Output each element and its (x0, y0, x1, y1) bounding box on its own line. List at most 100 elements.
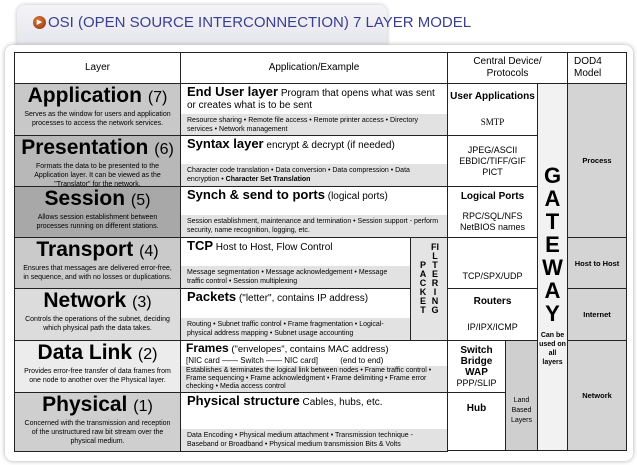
application-heading: Physical structure Cables, hubs, etc. (181, 393, 447, 411)
layer-name: Network (3) (15, 290, 180, 314)
detail-text: Resource sharing • Remote file access • … (187, 117, 419, 133)
detail-text: Message segmentation • Message acknowled… (187, 269, 388, 285)
central-protocol: RPC/SQL/NFS NetBIOS names (459, 210, 526, 232)
heading-sub: [NIC card —— Switch —— NIC card] (end to… (186, 356, 384, 365)
layer-name: Session (5) (15, 188, 180, 212)
application-detail: Resource sharing • Remote file access • … (181, 114, 447, 135)
application-heading: TCP Host to Host, Flow Control (181, 238, 410, 256)
detail-text: Character code translation • Data conver… (187, 167, 410, 183)
heading-bold: Syntax layer (187, 136, 264, 151)
application-cell-2: Synch & send to ports (logical ports) Se… (180, 186, 448, 238)
layer-title: Presentation (21, 136, 149, 159)
application-detail: Establishes & terminates the logical lin… (181, 366, 447, 392)
packet-filtering: PACKET FILTERING (410, 237, 448, 341)
layer-description: Controls the operations of the subnet, d… (25, 316, 170, 332)
header-dod: DOD4 Model (567, 52, 627, 84)
layer-name: Transport (4) (15, 239, 180, 263)
application-cell-0: End User layer Program that opens what w… (180, 83, 448, 136)
application-detail: Routing • Subnet traffic control • Frame… (181, 318, 410, 340)
gateway-note: Can be used on all layers (539, 332, 566, 366)
dod-process: Process (567, 83, 627, 238)
layer-number: (4) (139, 243, 159, 260)
central-transport: TCP/SPX/UDP (447, 237, 538, 289)
heading-rest: encrypt & decrypt (if needed) (266, 140, 395, 151)
layer-title: Session (44, 187, 126, 210)
layer-description: Formats the data to be presented to the … (34, 163, 161, 187)
central-title: Hub (466, 403, 487, 414)
layer-name: Presentation (6) (15, 137, 180, 161)
heading-bold: Synch & send to ports (187, 187, 325, 202)
detail-text: Session establishment, maintenance and t… (187, 218, 439, 234)
application-cell-1: Syntax layer encrypt & decrypt (if neede… (180, 135, 448, 187)
layer-description: Allows session establishment between pro… (36, 214, 159, 230)
header-central: Central Device/ Protocols (447, 52, 568, 84)
central-protocol: PPP/SLIP (456, 377, 497, 388)
application-heading: Frames ("envelopes", contains MAC addres… (181, 341, 447, 366)
central-title: User Applications (450, 91, 535, 103)
gateway-letter: A (544, 186, 561, 211)
detail-text: Routing • Subnet traffic control • Frame… (187, 321, 384, 337)
layer-name: Data Link (2) (15, 342, 180, 366)
gateway-letter: Y (545, 301, 560, 326)
layer-description: Serves as the window for users and appli… (24, 111, 171, 127)
heading-rest: ("letter", contains IP address) (238, 293, 369, 304)
page-title: OSI (OPEN SOURCE INTERCONNECTION) 7 LAYE… (48, 14, 472, 31)
play-bullet-icon: ▶ (33, 16, 46, 29)
heading-rest: Program that opens what was sent or crea… (187, 88, 435, 111)
layer-title: Data Link (37, 341, 133, 364)
central-protocol: IP/IPX/ICMP (467, 321, 518, 332)
layer-title: Transport (36, 238, 134, 261)
dod-host-to-host: Host to Host (567, 237, 627, 289)
heading-bold: Frames (186, 341, 229, 355)
layer-cell-6: Physical (1) Concerned with the transmis… (14, 392, 181, 452)
land-based-layers: Land Based Layers (505, 340, 538, 451)
heading-bold: End User layer (187, 84, 279, 99)
layer-title: Network (43, 289, 127, 312)
heading-bold: TCP (187, 238, 213, 253)
layer-cell-1: Presentation (6) Formats the data to be … (14, 135, 181, 187)
filtering-label: FILTERING (431, 242, 439, 315)
layer-description: Concerned with the transmission and rece… (24, 420, 171, 445)
central-protocol: SMTP (480, 116, 505, 127)
layer-name: Physical (1) (15, 394, 180, 418)
detail-bold: Character Set Translation (225, 176, 311, 183)
central-presentation: JPEG/ASCII EBDIC/TIFF/GIF PICT (447, 135, 538, 187)
dod-internet: Internet (567, 288, 627, 341)
application-detail: Data Encoding • Physical medium attachme… (181, 429, 447, 451)
layer-title: Application (27, 84, 142, 107)
layer-number: (5) (130, 192, 151, 209)
application-detail: Character code translation • Data conver… (181, 164, 447, 186)
application-cell-6: Physical structure Cables, hubs, etc. Da… (180, 392, 448, 452)
layer-cell-3: Transport (4) Ensures that messages are … (14, 237, 181, 289)
central-title: Switch Bridge WAP (460, 344, 493, 378)
header-layer: Layer (14, 52, 181, 84)
application-heading: End User layer Program that opens what w… (181, 84, 447, 114)
application-cell-4: Packets ("letter", contains IP address) … (180, 288, 411, 341)
application-cell-3: TCP Host to Host, Flow Control Message s… (180, 237, 411, 289)
gateway-letter: W (542, 255, 563, 280)
heading-rest: ("envelopes", contains MAC address) (231, 344, 389, 355)
detail-text: Data Encoding • Physical medium attachme… (187, 432, 413, 448)
layer-number: (1) (133, 398, 153, 415)
heading-bold: Packets (187, 289, 237, 304)
central-physical: Hub (447, 392, 506, 451)
application-heading: Synch & send to ports (logical ports) (181, 187, 447, 205)
application-heading: Syntax layer encrypt & decrypt (if neede… (181, 136, 447, 154)
layer-cell-2: Session (5) Allows session establishment… (14, 186, 181, 238)
header-application: Application/Example (180, 52, 448, 84)
central-title: Logical Ports (460, 191, 525, 203)
heading-rest: (logical ports) (327, 191, 388, 202)
layer-cell-4: Network (3) Controls the operations of t… (14, 288, 181, 341)
layer-cell-0: Application (7) Serves as the window for… (14, 83, 181, 136)
layer-name: Application (7) (15, 85, 180, 109)
layer-description: Provides error-free transfer of data fra… (24, 368, 171, 384)
layer-number: (3) (132, 294, 152, 311)
application-cell-5: Frames ("envelopes", contains MAC addres… (180, 340, 448, 393)
application-heading: Packets ("letter", contains IP address) (181, 289, 410, 307)
heading-bold: Physical structure (187, 393, 300, 408)
